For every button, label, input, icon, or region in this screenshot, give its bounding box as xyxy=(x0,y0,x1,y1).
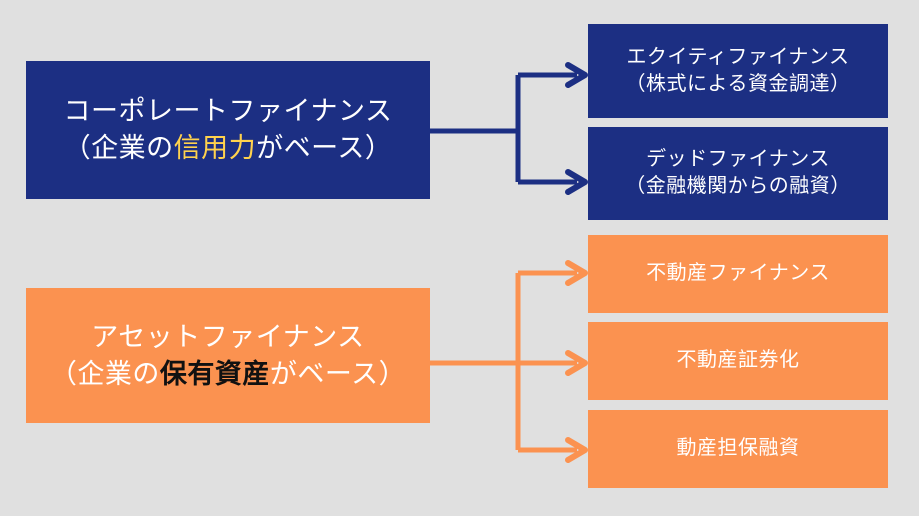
node-asset-finance-highlight: 保有資産 xyxy=(159,358,270,389)
node-debt-finance[interactable]: デッドファイナンス （金融機関からの融資） xyxy=(588,127,888,220)
orange-arrowheads xyxy=(565,260,588,463)
node-corporate-finance[interactable]: コーポレートファイナンス （企業の信用力がベース） xyxy=(26,61,430,199)
node-corporate-finance-line1: コーポレートファイナンス xyxy=(63,96,393,127)
node-asset-finance-line2-prefix: （企業の xyxy=(49,358,160,389)
node-realestate-finance-line1: 不動産ファイナンス xyxy=(646,262,830,285)
node-asset-finance[interactable]: アセットファイナンス （企業の保有資産がベース） xyxy=(26,288,430,423)
node-corporate-finance-line2-prefix: （企業の xyxy=(63,133,174,163)
orange-arrowhead-middle xyxy=(565,350,588,376)
node-corporate-finance-highlight: 信用力 xyxy=(173,133,257,163)
node-realestate-securitization[interactable]: 不動産証券化 xyxy=(588,322,888,400)
node-equity-finance-line1: エクイティファイナンス xyxy=(626,45,850,68)
orange-connector-group xyxy=(430,270,577,453)
orange-arrowhead-bottom xyxy=(565,437,588,463)
node-equity-finance-line2: （株式による資金調達） xyxy=(625,72,851,95)
node-asset-finance-line1: アセットファイナンス xyxy=(91,321,365,352)
node-movable-collateral-loan[interactable]: 動産担保融資 xyxy=(588,410,888,488)
node-debt-finance-line2: （金融機関からの融資） xyxy=(625,175,851,197)
node-equity-finance[interactable]: エクイティファイナンス （株式による資金調達） xyxy=(588,24,888,118)
node-movable-collateral-loan-line1: 動産担保融資 xyxy=(676,437,800,460)
node-realestate-finance[interactable]: 不動産ファイナンス xyxy=(588,235,888,313)
navy-arrowhead-top xyxy=(565,62,588,88)
node-realestate-securitization-line1: 不動産証券化 xyxy=(676,349,800,372)
orange-arrowhead-top xyxy=(565,260,588,286)
node-debt-finance-line1: デッドファイナンス xyxy=(646,148,830,171)
node-asset-finance-line2-suffix: がベース） xyxy=(269,358,407,389)
node-corporate-finance-line2: （企業の信用力がベース） xyxy=(64,131,393,166)
navy-arrowheads xyxy=(565,62,588,195)
navy-arrowhead-bottom xyxy=(565,169,588,195)
node-corporate-finance-line2-suffix: がベース） xyxy=(256,133,393,163)
navy-connector-group xyxy=(430,72,577,185)
node-asset-finance-line2: （企業の保有資産がベース） xyxy=(50,357,406,392)
